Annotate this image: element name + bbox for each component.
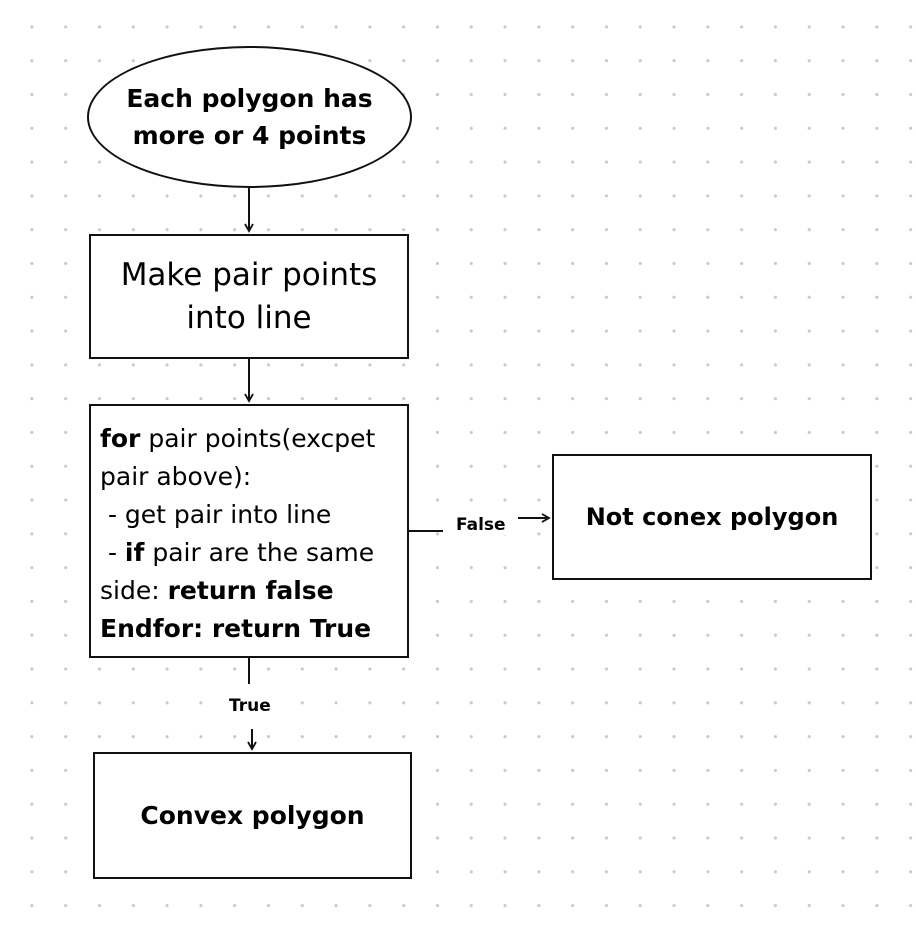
loop-line-5: side: return false xyxy=(100,572,399,610)
loop-line-4-prefix: - xyxy=(100,538,125,567)
loop-line-4-text: pair are the same xyxy=(144,538,375,567)
loop-for-keyword: for xyxy=(100,424,141,453)
loop-line-1: for pair points(excpet xyxy=(100,420,399,458)
make-lines-process-node[interactable]: Make pair points into line xyxy=(89,234,409,359)
not-convex-result-node[interactable]: Not conex polygon xyxy=(552,454,872,580)
start-node-line-1: Each polygon has xyxy=(126,84,373,113)
loop-line-3: - get pair into line xyxy=(100,500,332,529)
convex-result-node[interactable]: Convex polygon xyxy=(93,752,412,879)
loop-line-4: - if pair are the same xyxy=(100,534,399,572)
start-ellipse-node[interactable]: Each polygon has more or 4 points xyxy=(87,46,412,188)
convex-label: Convex polygon xyxy=(140,801,365,830)
false-edge-label: False xyxy=(454,515,508,535)
loop-line-1-text: pair points(excpet xyxy=(140,424,376,453)
loop-if-keyword: if xyxy=(124,538,145,567)
loop-return-false: return false xyxy=(167,576,334,605)
start-node-text: Each polygon has more or 4 points xyxy=(115,80,385,154)
make-lines-line-1: Make pair points xyxy=(120,256,378,293)
make-lines-text: Make pair points into line xyxy=(104,254,394,340)
not-convex-label: Not conex polygon xyxy=(585,503,839,531)
loop-line-6: Endfor: return True xyxy=(100,614,372,643)
make-lines-line-2: into line xyxy=(186,299,312,336)
loop-line-5-text: side: xyxy=(100,576,168,605)
loop-line-2: pair above): xyxy=(100,462,252,491)
for-loop-process-node[interactable]: for pair points(excpet pair above): - ge… xyxy=(89,404,409,658)
start-node-line-2: more or 4 points xyxy=(132,121,367,150)
true-edge-label: True xyxy=(227,696,273,716)
